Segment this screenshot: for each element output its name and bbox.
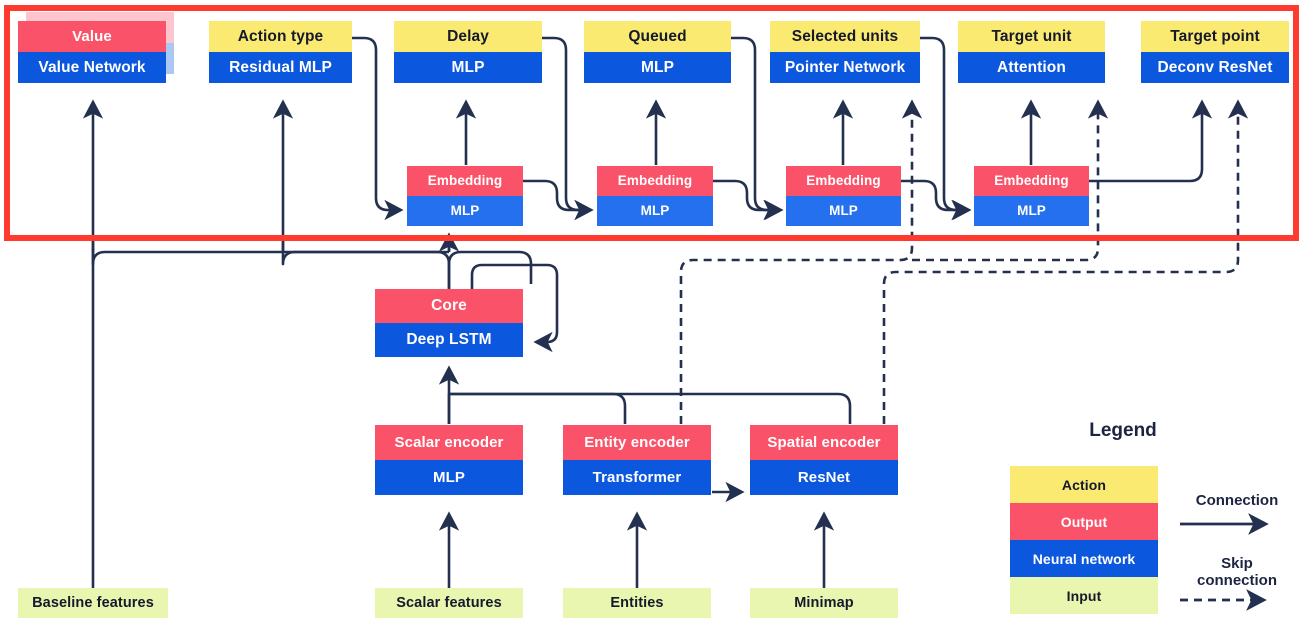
embedding-queued-network-label: MLP <box>597 196 713 226</box>
legend-connection-label: Connection <box>1195 492 1279 509</box>
wire-core-to-value <box>91 240 451 289</box>
queued-action-label: Queued <box>584 21 731 52</box>
entities-label: Entities <box>563 588 711 618</box>
embedding-delay-output-label: Embedding <box>407 166 523 196</box>
target-point-network-label: Deconv ResNet <box>1141 52 1289 83</box>
node-value[interactable]: Value Value Network <box>18 21 166 83</box>
node-target-unit[interactable]: Target unit Attention <box>958 21 1105 83</box>
scalar-encoder-output-label: Scalar encoder <box>375 425 523 460</box>
node-entity-encoder[interactable]: Entity encoder Transformer <box>563 425 711 495</box>
baseline-features-label: Baseline features <box>18 588 168 618</box>
embedding-selected-units-output-label: Embedding <box>786 166 901 196</box>
node-target-point[interactable]: Target point Deconv ResNet <box>1141 21 1289 83</box>
node-action-type[interactable]: Action type Residual MLP <box>209 21 352 83</box>
embedding-delay-network-label: MLP <box>407 196 523 226</box>
value-network-label: Value Network <box>18 52 166 83</box>
target-unit-action-label: Target unit <box>958 21 1105 52</box>
selected-units-action-label: Selected units <box>770 21 920 52</box>
node-scalar-encoder[interactable]: Scalar encoder MLP <box>375 425 523 495</box>
minimap-label: Minimap <box>750 588 898 618</box>
wire-spatial-encoder-to-core-bus <box>449 392 852 424</box>
policy-highlight-rect <box>4 5 1299 241</box>
legend-title: Legend <box>1089 420 1157 441</box>
node-selected-units[interactable]: Selected units Pointer Network <box>770 21 920 83</box>
node-minimap[interactable]: Minimap <box>750 588 898 618</box>
node-delay[interactable]: Delay MLP <box>394 21 542 83</box>
scalar-encoder-network-label: MLP <box>375 460 523 495</box>
legend-swatch-action: Action <box>1010 466 1158 503</box>
embedding-selected-units-network-label: MLP <box>786 196 901 226</box>
legend-swatch-neural-network: Neural network <box>1010 540 1158 577</box>
delay-action-label: Delay <box>394 21 542 52</box>
wire-entity-encoder-to-core-bus <box>447 392 627 424</box>
selected-units-network-label: Pointer Network <box>770 52 920 83</box>
queued-network-label: MLP <box>584 52 731 83</box>
node-entities[interactable]: Entities <box>563 588 711 618</box>
wire-core-recurrent-up <box>447 250 533 289</box>
spatial-encoder-network-label: ResNet <box>750 460 898 495</box>
entity-encoder-output-label: Entity encoder <box>563 425 711 460</box>
legend-swatch-output: Output <box>1010 503 1158 540</box>
delay-network-label: MLP <box>394 52 542 83</box>
value-action-label: Value <box>18 21 166 52</box>
node-spatial-encoder[interactable]: Spatial encoder ResNet <box>750 425 898 495</box>
embedding-target-unit-network-label: MLP <box>974 196 1089 226</box>
action-type-action-label: Action type <box>209 21 352 52</box>
legend-swatch-input: Input <box>1010 577 1158 614</box>
node-queued[interactable]: Queued MLP <box>584 21 731 83</box>
node-core[interactable]: Core Deep LSTM <box>375 289 523 357</box>
spatial-encoder-output-label: Spatial encoder <box>750 425 898 460</box>
wire-core-to-action-type <box>281 240 449 266</box>
node-scalar-features[interactable]: Scalar features <box>375 588 523 618</box>
target-point-action-label: Target point <box>1141 21 1289 52</box>
core-output-label: Core <box>375 289 523 323</box>
node-embedding-selected-units[interactable]: Embedding MLP <box>786 166 901 226</box>
node-embedding-queued[interactable]: Embedding MLP <box>597 166 713 226</box>
entity-encoder-network-label: Transformer <box>563 460 711 495</box>
embedding-queued-output-label: Embedding <box>597 166 713 196</box>
node-embedding-target-unit[interactable]: Embedding MLP <box>974 166 1089 226</box>
core-network-label: Deep LSTM <box>375 323 523 357</box>
legend-swatches: Action Output Neural network Input <box>1010 466 1158 614</box>
node-baseline-features[interactable]: Baseline features <box>18 588 168 618</box>
embedding-target-unit-output-label: Embedding <box>974 166 1089 196</box>
action-type-network-label: Residual MLP <box>209 52 352 83</box>
target-unit-network-label: Attention <box>958 52 1105 83</box>
scalar-features-label: Scalar features <box>375 588 523 618</box>
node-embedding-delay[interactable]: Embedding MLP <box>407 166 523 226</box>
